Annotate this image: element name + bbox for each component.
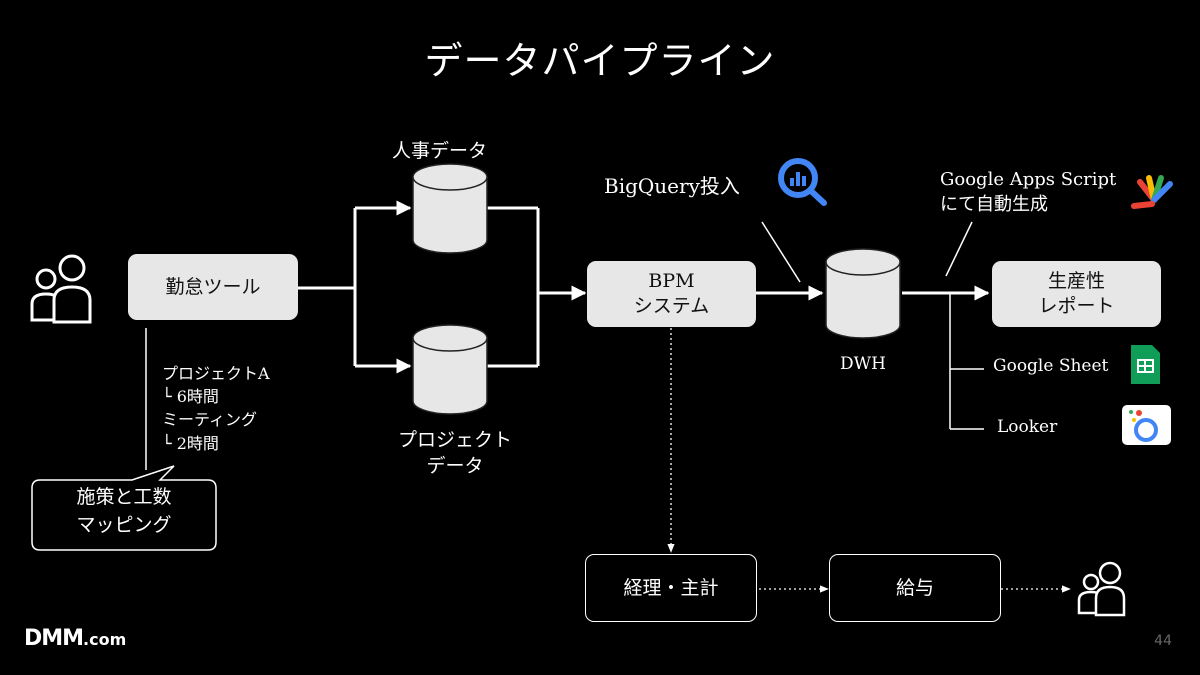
page-number: 44: [1154, 633, 1172, 649]
project-data-label: プロジェクト データ: [398, 429, 513, 477]
database-cylinder-dwh: [825, 248, 901, 339]
dwh-label: DWH: [840, 354, 886, 374]
logo-mark: DMM: [24, 626, 84, 651]
bigquery-pointer: [761, 221, 801, 283]
flow-tool-to-data: [298, 200, 412, 374]
seisansei-report-label: 生産性 レポート: [1038, 270, 1115, 317]
database-cylinder-project: [412, 324, 488, 415]
bpm-system-label: BPM システム: [633, 270, 710, 317]
database-cylinder-jinji: [412, 163, 488, 254]
google-sheet-label: Google Sheet: [993, 356, 1109, 376]
google-sheets-icon: [1131, 345, 1160, 384]
seisansei-report-node: 生産性 レポート: [992, 261, 1161, 327]
users-icon: [30, 254, 92, 324]
bigquery-icon: [778, 158, 827, 206]
bigquery-label: BigQuery投入: [604, 174, 740, 198]
dmm-logo: DMM.com: [24, 626, 126, 651]
keiri-label: 経理・主計: [623, 576, 719, 599]
logo-suffix: .com: [83, 630, 127, 649]
kintai-tool-label: 勤怠ツール: [165, 275, 261, 298]
flow-dwh-to-tools: [949, 293, 984, 430]
gas-pointer: [945, 221, 973, 277]
apps-script-icon: [1131, 175, 1173, 209]
example-breakdown: プロジェクトA └ 6時間 ミーティング └ 2時間: [162, 364, 270, 453]
kintai-tool-node: 勤怠ツール: [128, 254, 298, 320]
users-icon: [1077, 561, 1126, 617]
jinji-data-label: 人事データ: [392, 140, 488, 162]
gas-label: Google Apps Script にて自動生成: [940, 169, 1117, 216]
looker-label: Looker: [997, 417, 1058, 437]
bpm-system-node: BPM システム: [587, 261, 756, 327]
flow-data-to-bpm: [487, 206, 587, 368]
slide-title: データパイプライン: [424, 39, 776, 83]
looker-icon: [1122, 405, 1171, 445]
kyuyo-label: 給与: [895, 576, 934, 599]
keiri-node: 経理・主計: [585, 554, 757, 622]
callout-text: 施策と工数 マッピング: [76, 486, 172, 536]
kyuyo-node: 給与: [829, 554, 1001, 622]
